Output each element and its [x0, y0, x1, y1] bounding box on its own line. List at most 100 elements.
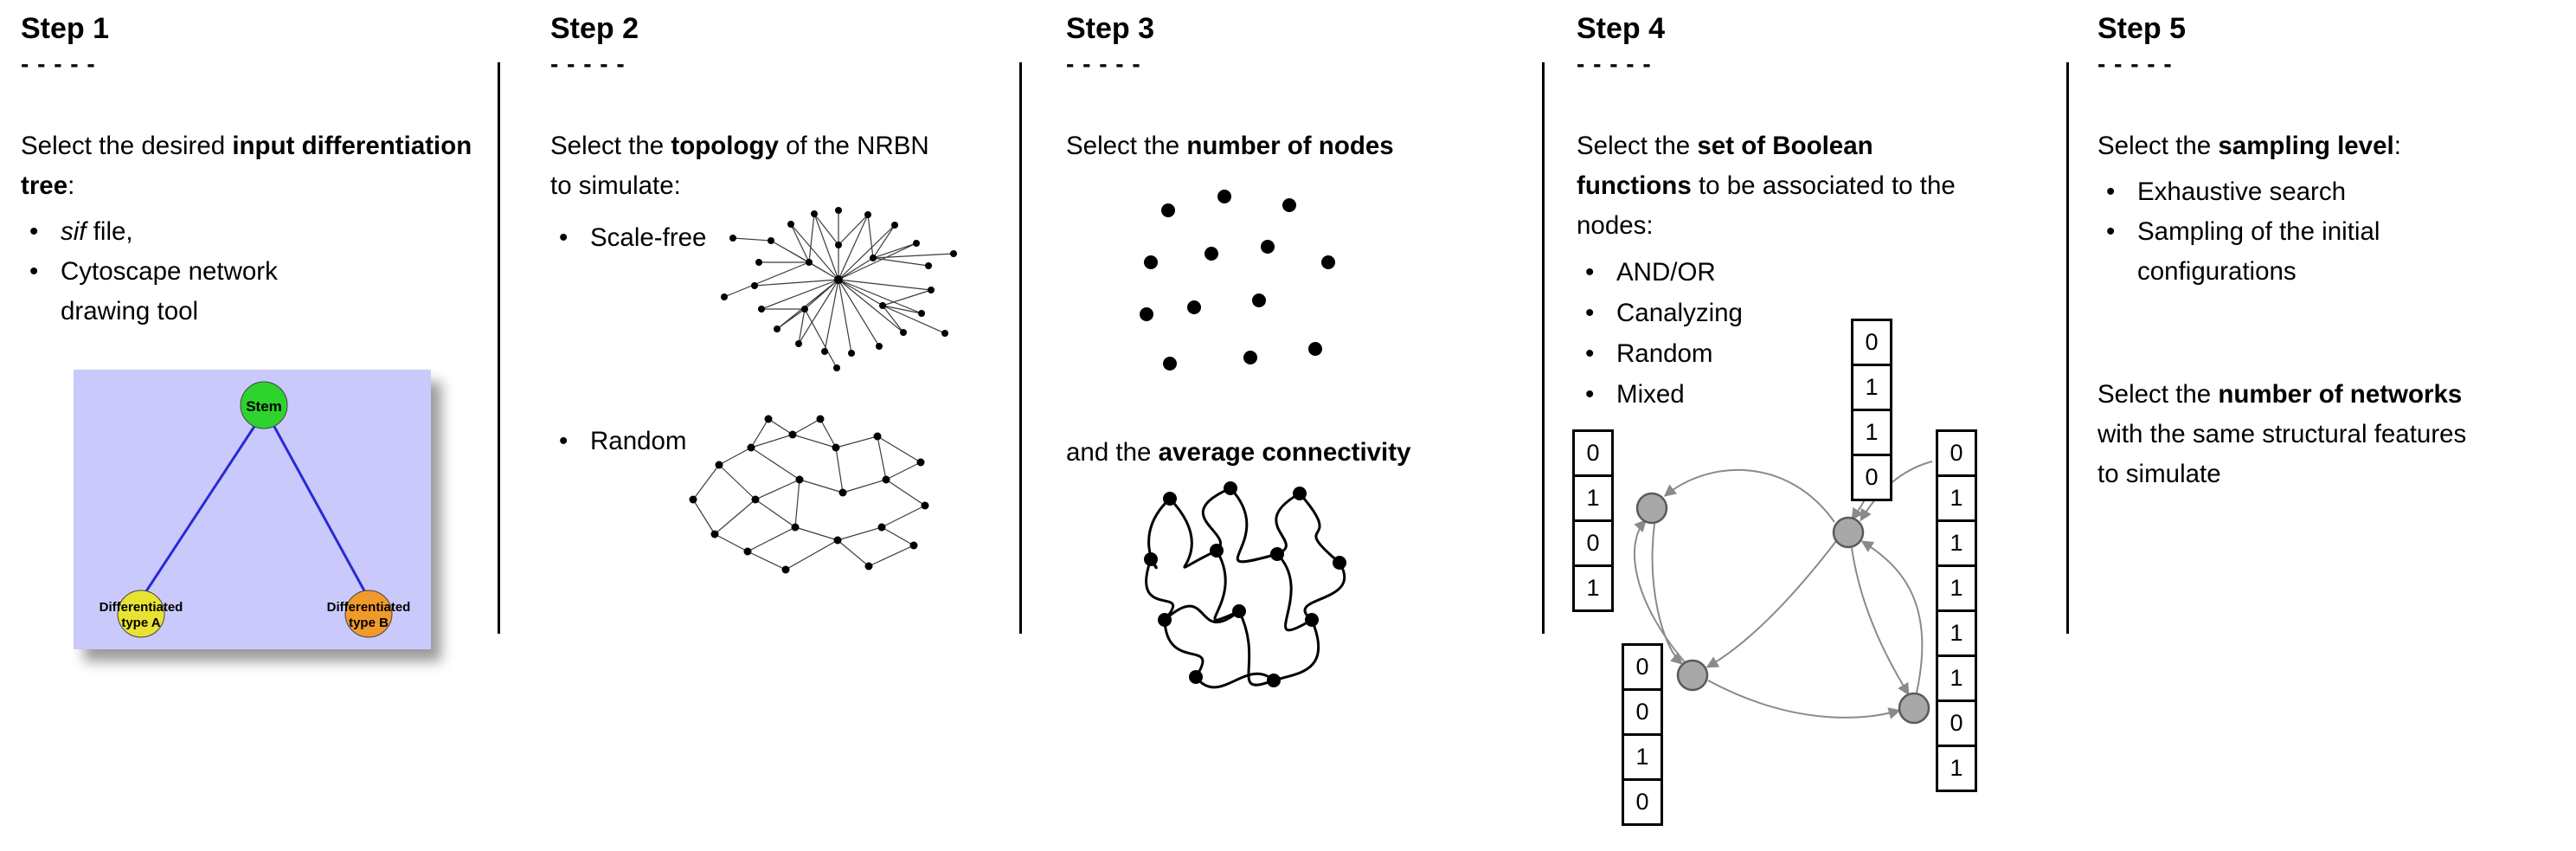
text-segment: Select the desired	[21, 132, 233, 161]
step-2-instruction: Select the topology of the NRBN to simul…	[550, 126, 941, 206]
bullet-text: Canalyzing	[1616, 299, 1743, 328]
step-3-panel: Step 3 - - - - - Select the number of no…	[1066, 0, 1533, 689]
step-5-instruction-1: Select the sampling level:	[2097, 126, 2573, 166]
truth-table-cell: 1	[1936, 474, 1977, 522]
step-5-dashes: - - - - -	[2097, 50, 2173, 78]
step-4-bullets: AND/OR Canalyzing Random Mixed	[1577, 252, 2061, 415]
truth-table-cell: 0	[1936, 699, 1977, 747]
step-4-dashes: - - - - -	[1577, 50, 1652, 78]
bullet-text: Scale-free	[590, 223, 707, 252]
truth-table-cell: 0	[1851, 454, 1892, 501]
scale-free-network-graphic	[721, 207, 957, 371]
random-network-graphic	[689, 415, 929, 574]
connectivity-edges	[1145, 487, 1346, 689]
list-item: AND/OR	[1577, 252, 2061, 293]
list-item: sif file,	[21, 212, 488, 252]
text-segment: :	[2393, 132, 2401, 161]
truth-table-cell: 1	[1851, 409, 1892, 456]
boolean-network-node	[1676, 659, 1709, 692]
text-segment: Select the	[2097, 380, 2219, 409]
step-1-instruction: Select the desired input differentiation…	[21, 126, 488, 206]
text-segment: :	[67, 171, 75, 201]
truth-table-cell: 0	[1572, 519, 1614, 567]
text-segment: Select the	[1066, 132, 1187, 161]
text-segment-bold: set of Boolean functions	[1577, 132, 1873, 201]
list-item: Mixed	[1577, 374, 2061, 415]
differentiated-a-node	[117, 590, 165, 638]
column-divider	[498, 62, 500, 634]
truth-table-cell: 1	[1936, 564, 1977, 612]
text-segment-bold: sampling level	[2218, 132, 2394, 161]
list-item-scale-free: Scale-free	[550, 218, 706, 258]
random-edges	[692, 418, 926, 571]
text-segment-bold: number of nodes	[1186, 132, 1394, 161]
step-5-instruction-2: Select the number of networks with the s…	[2097, 375, 2485, 494]
text-segment: with the same structural features to sim…	[2097, 420, 2467, 489]
step-3-instruction-2: and the average connectivity	[1066, 433, 1411, 473]
text-segment: file,	[86, 217, 133, 247]
stem-node	[240, 381, 288, 429]
text-segment: Select the	[2097, 132, 2219, 161]
list-item-random: Random	[550, 422, 687, 461]
text-segment-italic: sif	[61, 217, 87, 247]
type-a-label-line1: Differentiated	[100, 600, 183, 615]
differentiation-tree-graphic: Stem Differentiated type A Differentiate…	[74, 370, 431, 649]
bullet-text: Cytoscape network drawing tool	[61, 257, 278, 326]
step-2-panel: Step 2 - - - - - Select the topology of …	[550, 0, 1009, 574]
truth-table-cell: 1	[1572, 564, 1614, 612]
step-1-panel: Step 1 - - - - - Select the desired inpu…	[21, 0, 488, 649]
boolean-network-figure: 0 1 0 1 0 1 1 0 0 0 1 0 0 1 1 1 1 1 0 1	[1572, 319, 2065, 849]
type-a-label-line2: type A	[121, 616, 160, 630]
boolean-network-node	[1635, 492, 1668, 525]
list-item: Canalyzing	[1577, 293, 2061, 333]
boolean-network-node	[1832, 516, 1865, 549]
truth-table-cell: 0	[1851, 319, 1892, 366]
bullet-text: Mixed	[1616, 380, 1685, 409]
truth-table-cell: 0	[1622, 778, 1663, 826]
column-divider	[2066, 62, 2069, 634]
column-divider	[1542, 62, 1545, 634]
step-3-dashes: - - - - -	[1066, 50, 1141, 78]
boolean-network-graphic	[1633, 461, 1933, 725]
bullet-text: Sampling of the initial configurations	[2137, 217, 2380, 287]
connectivity-graphic	[1144, 481, 1346, 689]
random-nodes	[689, 415, 929, 574]
step-5-title: Step 5	[2097, 12, 2187, 45]
bullet-text: Random	[1616, 339, 1713, 369]
text-segment-bold: average connectivity	[1158, 437, 1411, 467]
truth-table-right: 0 1 1 1 1 1 0 1	[1936, 429, 1977, 792]
type-b-label-line1: Differentiated	[327, 600, 411, 615]
truth-table-cell: 1	[1936, 609, 1977, 657]
boolean-network-arrows	[1633, 461, 1933, 719]
tree-edge-right	[272, 424, 368, 595]
truth-table-cell: 1	[1851, 364, 1892, 411]
step-2-title: Step 2	[550, 12, 639, 45]
text-segment: Select the	[550, 132, 671, 161]
text-segment: of the NRBN to simulate:	[550, 132, 929, 201]
truth-table-left: 0 1 0 1	[1572, 429, 1614, 612]
boolean-network-node	[1898, 692, 1930, 725]
text-segment-bold: topology	[671, 132, 779, 161]
step-3-title: Step 3	[1066, 12, 1155, 45]
step-1-title: Step 1	[21, 12, 110, 45]
list-item: Exhaustive search	[2097, 172, 2573, 212]
nodes-scatter-graphic	[1140, 190, 1335, 371]
truth-table-top: 0 1 1 0	[1851, 319, 1892, 501]
truth-table-cell: 1	[1622, 733, 1663, 781]
step-2-dashes: - - - - -	[550, 50, 626, 78]
truth-table-cell: 0	[1622, 643, 1663, 691]
tree-edge-left	[143, 424, 257, 595]
bullet-text: Exhaustive search	[2137, 177, 2347, 207]
differentiated-b-node	[344, 590, 393, 638]
truth-table-cell: 0	[1622, 688, 1663, 736]
differentiation-tree-figure: Stem Differentiated type A Differentiate…	[74, 370, 431, 649]
truth-table-cell: 1	[1936, 654, 1977, 702]
list-item: Random	[1577, 333, 2061, 374]
text-segment-bold: input differentiation tree	[21, 132, 472, 201]
bullet-text: AND/OR	[1616, 258, 1716, 287]
stem-label: Stem	[246, 398, 282, 415]
step-3-instruction-1: Select the number of nodes	[1066, 126, 1533, 166]
bullet-text: Random	[590, 427, 687, 455]
step-4-panel: Step 4 - - - - - Select the set of Boole…	[1572, 0, 2061, 826]
boolean-network-nodes	[1635, 492, 1930, 725]
